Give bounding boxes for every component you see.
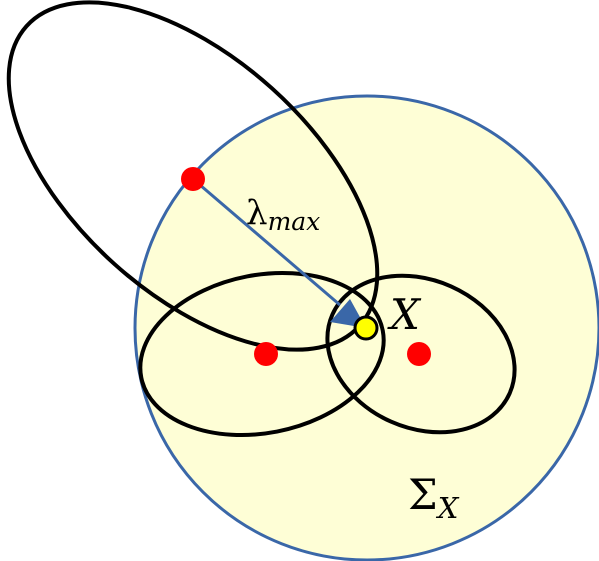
red-point-upper — [181, 167, 205, 191]
red-point-left — [254, 342, 278, 366]
lambda-max-arrow-shaft — [192, 177, 341, 307]
sigma-symbol: Σ — [408, 470, 438, 519]
sigma-x-label: ΣX — [408, 470, 460, 525]
lambda-subscript: max — [268, 207, 321, 236]
point-x-label: X — [387, 290, 422, 339]
red-point-right — [407, 342, 431, 366]
lambda-symbol: λ — [246, 193, 268, 233]
ellipse-left — [138, 270, 386, 438]
lambda-max-label: λmax — [246, 193, 320, 236]
ellipse-right — [325, 273, 517, 435]
sigma-subscript: X — [436, 491, 460, 525]
center-point-x — [353, 315, 379, 341]
